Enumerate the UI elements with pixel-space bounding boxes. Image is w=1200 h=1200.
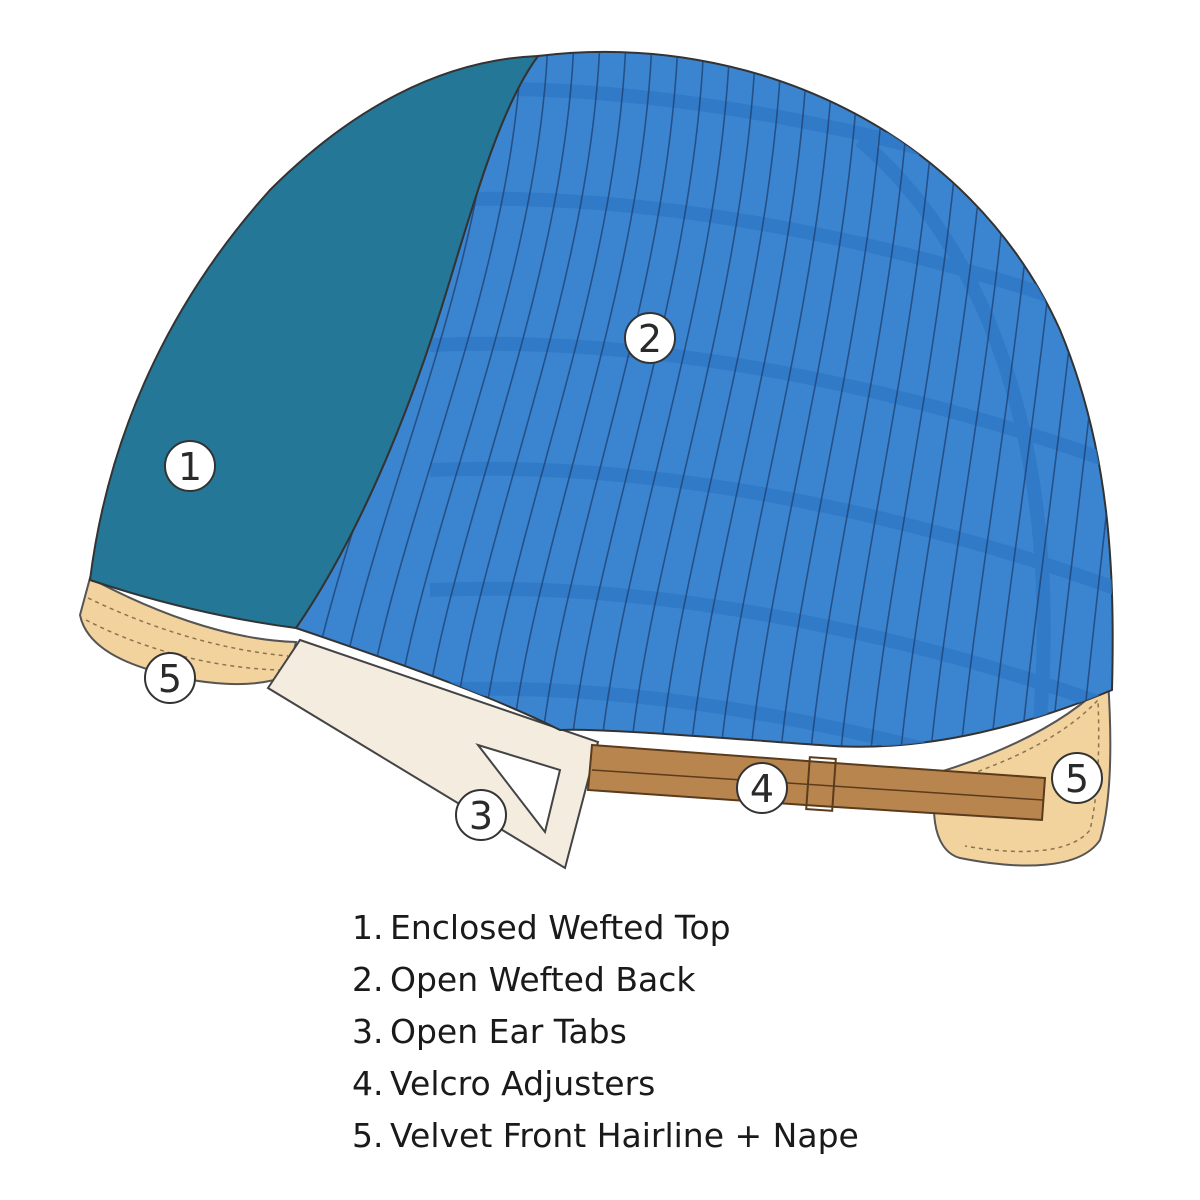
legend-text: Velvet Front Hairline + Nape: [390, 1116, 859, 1155]
legend-number: 1.: [352, 908, 384, 947]
legend-item-velcro: 4. Velcro Adjusters: [352, 1058, 859, 1110]
velvet-front-shape: [78, 576, 298, 686]
svg-text:3: 3: [469, 794, 493, 838]
svg-text:4: 4: [750, 767, 774, 811]
callout-1: 1: [164, 440, 216, 492]
velcro-strap-line: [591, 769, 1044, 801]
velcro-buckle: [805, 756, 837, 812]
legend-text: Open Wefted Back: [390, 960, 696, 999]
velvet-front-stitch: [87, 597, 289, 657]
callout-5-front: 5: [144, 652, 196, 704]
svg-text:1: 1: [178, 445, 202, 489]
legend-number: 2.: [352, 960, 384, 999]
legend-item-ear-tabs: 3. Open Ear Tabs: [352, 1006, 859, 1058]
legend-text: Velcro Adjusters: [390, 1064, 656, 1103]
ear-tab-shape: [266, 638, 600, 870]
legend-item-velvet: 5. Velvet Front Hairline + Nape: [352, 1110, 859, 1162]
legend-number: 3.: [352, 1012, 384, 1051]
svg-text:5: 5: [158, 657, 182, 701]
callout-4: 4: [736, 762, 788, 814]
weft-lines: [299, 51, 1113, 747]
legend-text: Open Ear Tabs: [390, 1012, 627, 1051]
legend-item-open-back: 2. Open Wefted Back: [352, 954, 859, 1006]
legend-number: 4.: [352, 1064, 384, 1103]
svg-text:5: 5: [1065, 757, 1089, 801]
callout-3: 3: [455, 789, 507, 841]
parts-legend: 1. Enclosed Wefted Top 2. Open Wefted Ba…: [352, 902, 859, 1162]
svg-text:2: 2: [638, 317, 662, 361]
callout-2: 2: [624, 312, 676, 364]
callout-5-nape: 5: [1051, 752, 1103, 804]
velcro-strap-shape: [586, 743, 1047, 822]
legend-number: 5.: [352, 1116, 384, 1155]
legend-item-enclosed-top: 1. Enclosed Wefted Top: [352, 902, 859, 954]
legend-text: Enclosed Wefted Top: [390, 908, 731, 947]
wig-cap-diagram: 1 2 3 4 5 5: [78, 50, 1114, 870]
